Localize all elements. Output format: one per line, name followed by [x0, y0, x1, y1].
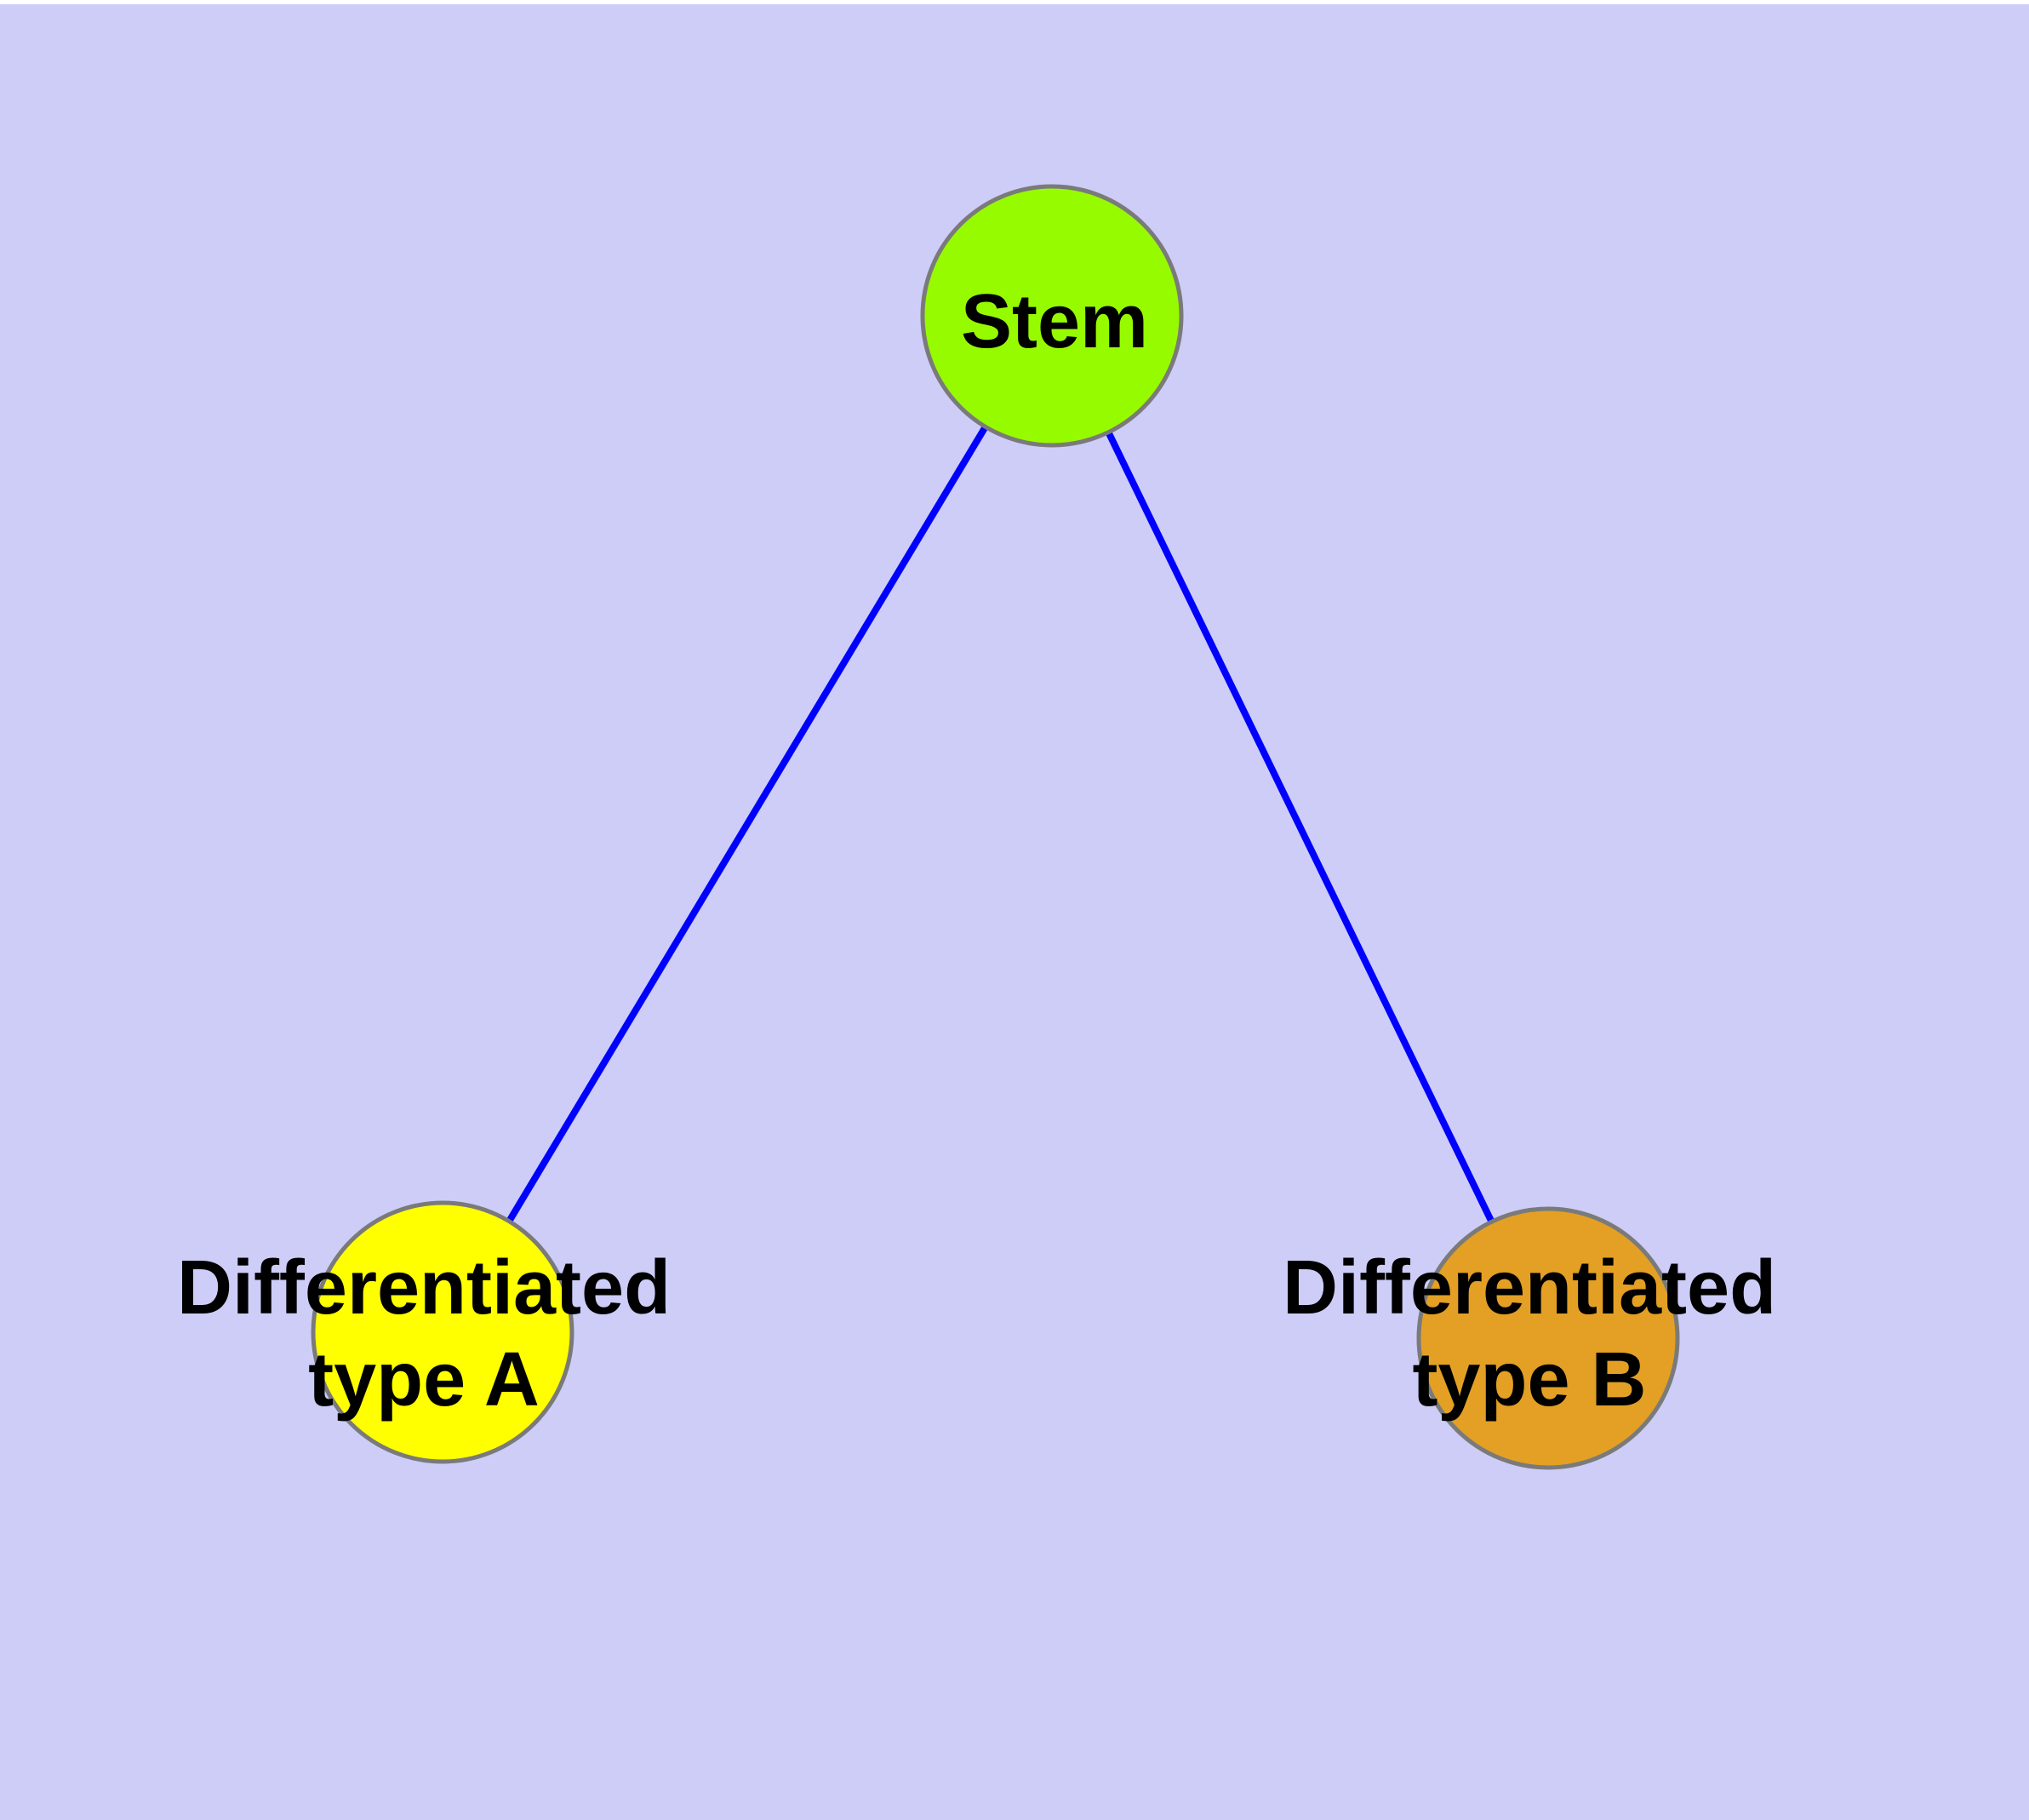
edge-stem-to-type-b	[1049, 314, 1552, 1340]
edge-stem-to-type-a	[439, 313, 1055, 1335]
node-differentiated-type-b	[1416, 1206, 1680, 1470]
node-differentiated-type-a	[311, 1200, 574, 1464]
node-stem	[920, 184, 1184, 448]
